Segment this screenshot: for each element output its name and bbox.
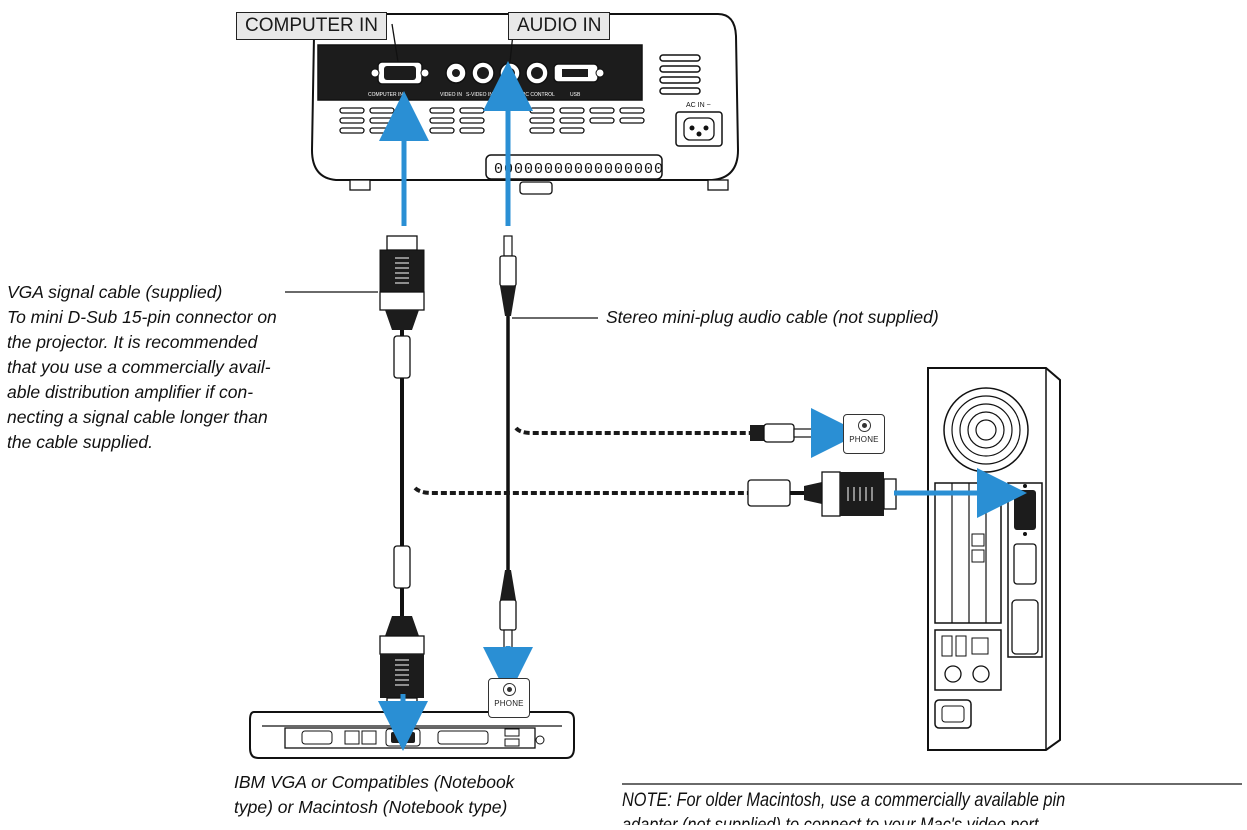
- panel-label-s-video-in: S-VIDEO IN: [466, 92, 493, 98]
- vga-cable-line: that you use a commercially avail-: [7, 357, 271, 377]
- vga-cable-line: able distribution amplifier if con-: [7, 382, 254, 402]
- vga-cable-line: To mini D-Sub 15-pin connector on: [7, 307, 277, 327]
- computer-in-label: COMPUTER IN: [236, 12, 387, 40]
- note-line: adapter (not supplied) to connect to you…: [622, 813, 1065, 825]
- macintosh-note: NOTE: For older Macintosh, use a commerc…: [622, 788, 1065, 825]
- desktop-audio-plug: [750, 423, 815, 443]
- vga-cable-line: the projector. It is recommended: [7, 332, 258, 352]
- notebook-line: type) or Macintosh (Notebook type): [234, 797, 508, 817]
- vga-cable-line: the cable supplied.: [7, 432, 153, 452]
- note-line: NOTE: For older Macintosh, use a commerc…: [622, 790, 1066, 811]
- notebook-line: IBM VGA or Compatibles (Notebook: [234, 772, 515, 792]
- desktop-phone-label: PHONE: [849, 435, 879, 444]
- notebook-phone-label: PHONE: [494, 699, 524, 708]
- panel-label-computer-in: COMPUTER IN: [368, 92, 403, 98]
- svg-text:00000000000000000: 00000000000000000: [494, 161, 664, 178]
- projector: COMPUTER IN VIDEO IN S-VIDEO IN AUDIO IN…: [310, 13, 740, 195]
- notebook-computer: [249, 711, 575, 759]
- headphone-jack-icon: [857, 419, 871, 432]
- desktop-phone-jack: PHONE: [843, 414, 885, 454]
- vga-signal-cable: [379, 235, 425, 711]
- notebook-phone-jack: PHONE: [488, 678, 530, 718]
- dashed-connection-lines: [413, 426, 750, 495]
- panel-label-pc-control: PC CONTROL: [522, 92, 555, 98]
- vga-cable-line: necting a signal cable longer than: [7, 407, 268, 427]
- signal-arrows: [378, 61, 1027, 751]
- desktop-computer: [927, 367, 1061, 751]
- audio-in-label: AUDIO IN: [508, 12, 611, 40]
- notebook-description: IBM VGA or Compatibles (Notebook type) o…: [234, 770, 514, 820]
- panel-label-video-in: VIDEO IN: [440, 92, 462, 98]
- vga-cable-line: VGA signal cable (supplied): [7, 282, 223, 302]
- panel-label-ac-in: AC IN ~: [686, 102, 711, 109]
- audio-cable-description: Stereo mini-plug audio cable (not suppli…: [606, 307, 939, 327]
- headphone-jack-icon: [502, 683, 516, 696]
- vga-cable-description: VGA signal cable (supplied) To mini D-Su…: [7, 280, 297, 455]
- desktop-vga-plug: [747, 471, 897, 517]
- panel-label-usb: USB: [570, 92, 581, 98]
- audio-cable: [499, 235, 517, 649]
